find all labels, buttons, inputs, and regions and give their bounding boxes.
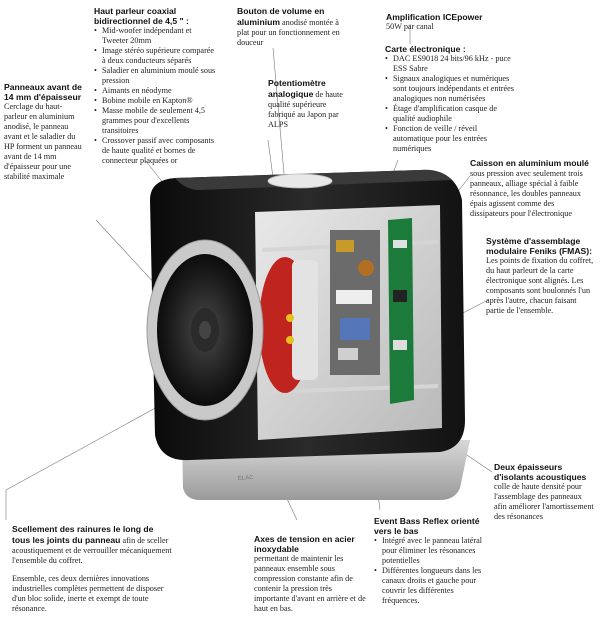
scellement-text2: Ensemble, ces deux dernières innovations… bbox=[12, 574, 164, 613]
carte-item: DAC ES9018 24 bits/96 kHz - puce ESS Sab… bbox=[385, 54, 517, 74]
carte-list: DAC ES9018 24 bits/96 kHz - puce ESS Sab… bbox=[385, 54, 517, 154]
carte-title: Carte électronique : bbox=[385, 44, 466, 54]
callout-haut-parleur: Haut parleur coaxial bidirectionnel de 4… bbox=[94, 6, 218, 166]
brand-mark: ELAC bbox=[238, 475, 255, 482]
terminal-1 bbox=[286, 314, 294, 322]
callout-bouton: Bouton de volume en aluminium anodisé mo… bbox=[237, 6, 347, 48]
axes-text: permettant de maintenir les panneaux ens… bbox=[254, 554, 366, 614]
terminal-2 bbox=[286, 336, 294, 344]
deux-epaisseurs-title: Deux épaisseurs d'isolants acoustiques bbox=[494, 462, 587, 483]
woofer-magnet bbox=[292, 260, 318, 380]
callout-deux-epaisseurs: Deux épaisseurs d'isolants acoustiques c… bbox=[494, 462, 594, 522]
haut-parleur-item: Masse mobile de seulement 4,5 grammes po… bbox=[94, 106, 218, 136]
haut-parleur-title: Haut parleur coaxial bidirectionnel de 4… bbox=[94, 6, 189, 27]
caisson-title: Caisson en aluminium moulé bbox=[470, 158, 589, 168]
event-item: Intégré avec le panneau latéral pour éli… bbox=[374, 536, 486, 566]
volume-knob bbox=[267, 173, 333, 189]
callout-carte: Carte électronique : DAC ES9018 24 bits/… bbox=[385, 44, 517, 154]
callout-amplification: Amplification ICEpower 50W par canal bbox=[386, 12, 496, 32]
deux-epaisseurs-text: colle de haute densité pour l'assemblage… bbox=[494, 482, 594, 522]
leader-bouton bbox=[272, 47, 286, 186]
panneaux-text: Cerclage du haut-parleur en aluminium an… bbox=[4, 102, 82, 182]
bouton-text: anodisé montée à plat pour un fonctionne… bbox=[237, 18, 340, 47]
pcb-board bbox=[388, 218, 414, 404]
systeme-title: Système d'assemblage modulaire Feniks (F… bbox=[486, 236, 592, 257]
amplification-title: Amplification ICEpower bbox=[386, 12, 483, 22]
haut-parleur-list: Mid-woofer indépendant et Tweeter 20mm I… bbox=[94, 26, 218, 166]
carte-item: Fonction de veille / réveil automatique … bbox=[385, 124, 517, 154]
callout-potentiometre: Potentiomètre analogique de haute qualit… bbox=[268, 78, 352, 130]
callout-systeme: Système d'assemblage modulaire Feniks (F… bbox=[486, 236, 594, 316]
carte-item: Étage d'amplification casque de qualité … bbox=[385, 104, 517, 124]
event-item: Différentes longueurs dans les canaux dr… bbox=[374, 566, 486, 606]
callout-caisson: Caisson en aluminium moulé sous pression… bbox=[470, 158, 592, 219]
scellement-title: Scellement des rainures le long de tous … bbox=[12, 524, 154, 545]
callout-scellement: Scellement des rainures le long de tous … bbox=[12, 524, 172, 614]
caisson-text: sous pression avec seulement trois panne… bbox=[470, 169, 583, 218]
panneaux-title: Panneaux avant de 14 mm d'épaisseur bbox=[4, 82, 82, 103]
carte-item: Signaux analogiques et numériques sont t… bbox=[385, 74, 517, 104]
leader-scellement-2 bbox=[5, 399, 171, 491]
scellement-text: afin de sceller acoustiquement et de ver… bbox=[12, 536, 172, 565]
callout-event: Event Bass Reflex orienté vers le bas In… bbox=[374, 516, 486, 606]
haut-parleur-item: Image stéréo supérieure comparée à deux … bbox=[94, 46, 218, 66]
haut-parleur-item: Bobine mobile en Kapton® bbox=[94, 96, 218, 106]
potentiometre-text: de haute qualité supérieure fabriqué au … bbox=[268, 90, 343, 129]
amplification-text: 50W par canal bbox=[386, 22, 434, 32]
event-title: Event Bass Reflex orienté vers le bas bbox=[374, 516, 480, 537]
callout-axes: Axes de tension en acier inoxydable perm… bbox=[254, 534, 366, 614]
event-list: Intégré avec le panneau latéral pour éli… bbox=[374, 536, 486, 606]
systeme-text: Les points de fixation du coffret, du ha… bbox=[486, 256, 594, 316]
haut-parleur-item: Crossover passif avec composants de haut… bbox=[94, 136, 218, 166]
haut-parleur-item: Saladier en aluminium moulé sous pressio… bbox=[94, 66, 218, 86]
bouton-title: Bouton de volume en aluminium bbox=[237, 6, 325, 27]
axes-title: Axes de tension en acier inoxydable bbox=[254, 534, 355, 555]
haut-parleur-item: Aimants en néodyme bbox=[94, 86, 218, 96]
potentiometre-title: Potentiomètre analogique bbox=[268, 78, 326, 99]
haut-parleur-item: Mid-woofer indépendant et Tweeter 20mm bbox=[94, 26, 218, 46]
callout-panneaux: Panneaux avant de 14 mm d'épaisseur Cerc… bbox=[4, 82, 84, 182]
